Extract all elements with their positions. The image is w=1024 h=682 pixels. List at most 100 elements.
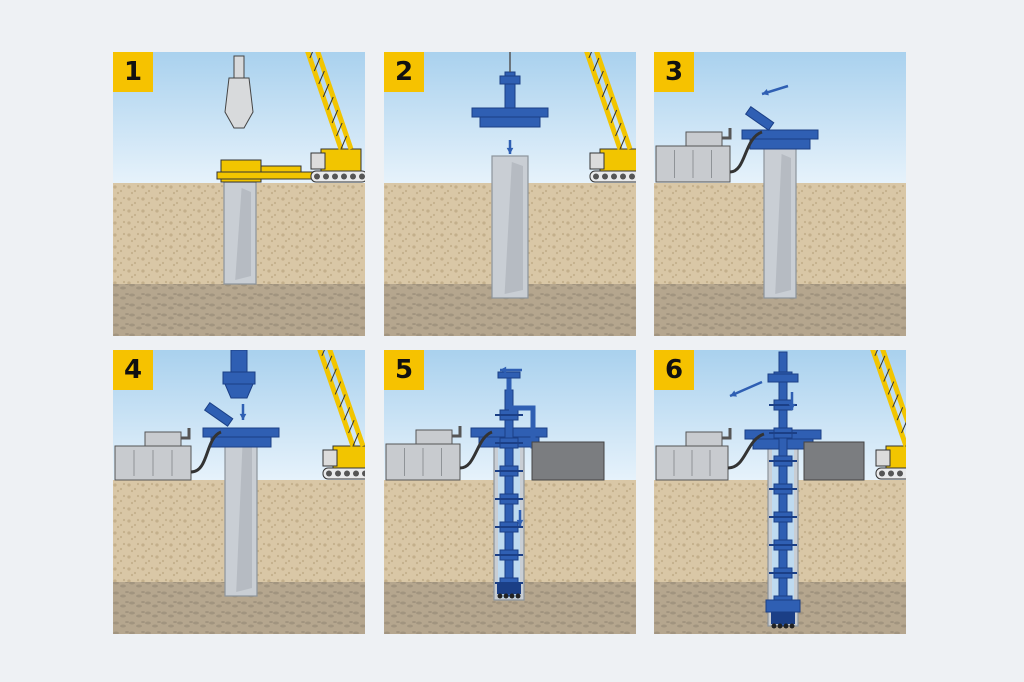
crane-track-wheel	[353, 470, 359, 477]
crane-boom	[870, 350, 906, 447]
sealing-top-flange	[210, 436, 272, 448]
drill-head-roller	[503, 593, 509, 599]
crane-boom-lattice	[610, 109, 618, 124]
step-2-illustration	[384, 52, 636, 336]
direction-arrow-head	[762, 88, 769, 96]
step-badge: 5	[384, 350, 424, 390]
casing-shading	[775, 154, 791, 294]
hose	[729, 130, 763, 174]
crane-boom-lattice	[592, 57, 600, 72]
crane-track-wheel	[332, 173, 338, 180]
crane-boom-lattice	[606, 96, 613, 111]
step-badge: 3	[654, 52, 694, 92]
crane-boom	[584, 52, 623, 150]
hose-connector	[203, 401, 234, 427]
generator-top-unit	[685, 431, 723, 447]
crane-boom	[327, 350, 365, 447]
lower-soil-texture	[113, 284, 365, 336]
crane-boom-lattice	[336, 122, 343, 137]
drill-head	[771, 612, 795, 624]
drill-head-roller	[497, 593, 503, 599]
step-panel-6: 6	[654, 350, 906, 634]
crane-track-wheel	[344, 470, 350, 477]
pump-unit-flange	[222, 371, 256, 385]
crane-boom-lattice	[327, 96, 334, 111]
generator-top-unit	[685, 131, 723, 147]
crane-boom	[594, 52, 633, 150]
step-panel-3: 3	[654, 52, 906, 336]
step-panel-2: 2	[384, 52, 636, 336]
crane-boom-lattice	[348, 420, 355, 434]
casing-shading	[235, 188, 251, 280]
step-4-illustration	[113, 350, 365, 634]
crane-track-wheel	[326, 470, 332, 477]
crane-track-wheel	[341, 173, 347, 180]
rod-clamp	[767, 373, 799, 383]
crane-body	[332, 445, 365, 469]
crane-track-wheel	[620, 173, 626, 180]
crane-track-wheel	[629, 173, 635, 180]
crane-boom-lattice	[322, 83, 330, 98]
crane-boom-lattice	[339, 394, 346, 408]
oscillator-arm	[260, 165, 302, 173]
direction-arrow-head	[730, 390, 737, 397]
step-1-illustration	[113, 52, 365, 336]
crane-track-wheel	[879, 470, 885, 477]
crane-track-wheel	[593, 173, 599, 180]
hose	[459, 430, 493, 470]
casing-shading	[504, 162, 523, 294]
crane-boom-lattice	[878, 355, 886, 369]
generator-top-unit	[415, 429, 453, 445]
hose-connector	[744, 105, 775, 131]
step-panel-5: 5	[384, 350, 636, 634]
crane-boom-lattice	[892, 394, 899, 408]
crane-body	[599, 148, 636, 172]
generator-top-unit	[144, 431, 182, 447]
generator-exhaust	[181, 428, 191, 440]
bottom-stabilizer	[765, 599, 801, 613]
direction-arrow-head	[239, 413, 247, 420]
crane-boom-lattice	[330, 368, 337, 382]
crane-boom-lattice	[321, 350, 325, 356]
crane-boom-lattice	[309, 52, 313, 59]
generator-exhaust	[722, 428, 732, 440]
drill-head	[497, 582, 521, 594]
generator-exhaust	[452, 426, 462, 438]
direction-arrow-head	[506, 147, 514, 154]
crane-boom-lattice	[601, 83, 609, 98]
step-badge: 4	[113, 350, 153, 390]
direction-arrow-head	[500, 366, 507, 374]
crane-boom-lattice	[334, 381, 342, 395]
crane-boom	[305, 52, 344, 150]
crane-track-wheel	[362, 470, 365, 477]
crane-boom	[317, 350, 356, 447]
crane-track-wheel	[611, 173, 617, 180]
crane-boom	[315, 52, 354, 150]
crane-boom-lattice	[887, 381, 895, 395]
crane-track-wheel	[602, 173, 608, 180]
grab-tool-body	[224, 77, 254, 129]
hose	[190, 430, 222, 474]
crane-track-wheel	[314, 173, 320, 180]
crane-cab	[310, 152, 326, 170]
pump-unit-cone	[224, 383, 254, 399]
crane-track-wheel	[323, 173, 329, 180]
crane-boom-lattice	[340, 135, 348, 150]
hose	[727, 432, 765, 470]
settling-tank	[531, 441, 605, 481]
drill-head-roller	[783, 623, 789, 629]
drill-head-roller	[777, 623, 783, 629]
crane-boom-lattice	[896, 407, 904, 421]
crane-boom-lattice	[901, 421, 906, 434]
drill-rod	[504, 389, 514, 597]
settling-tank	[803, 441, 865, 481]
crane-boom-lattice	[588, 52, 592, 59]
crane-boom-lattice	[874, 350, 878, 356]
crane-boom-lattice	[619, 135, 627, 150]
lifting-adapter-collar	[499, 75, 521, 85]
crane-boom-lattice	[325, 355, 333, 369]
drill-head-roller	[515, 593, 521, 599]
direction-arrow-head	[516, 519, 524, 526]
pump-unit-top	[230, 350, 248, 373]
